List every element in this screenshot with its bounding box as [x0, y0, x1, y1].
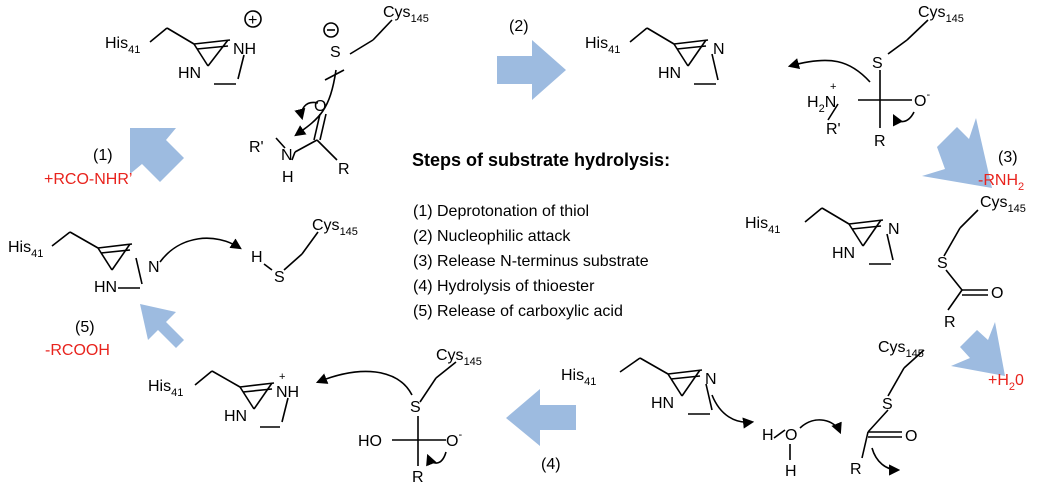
hn-label-k: HN: [224, 408, 247, 425]
r-label-g: R: [944, 314, 956, 331]
hn-label-d: HN: [658, 65, 681, 82]
his41-water-bottom: [619, 357, 842, 460]
s-label-g: S: [937, 255, 948, 272]
step-item-2: (2) Nucleophilic attack: [413, 228, 571, 245]
hn-label-a: HN: [178, 65, 201, 82]
step2-arrow: [497, 40, 566, 100]
his41-neutral-top: [629, 27, 871, 85]
nh-label-a: NH: [233, 41, 256, 58]
o-label-h: O: [785, 427, 797, 444]
label-step3: (3): [998, 149, 1018, 166]
label-step5: (5): [75, 319, 95, 336]
step3-arrow: [922, 118, 992, 188]
step5-arrow: [140, 304, 184, 348]
hn-label-h: HN: [651, 395, 674, 412]
n-label-d: N: [713, 41, 725, 58]
h-label-m: H: [251, 249, 263, 266]
label-step1-reagent: +RCO-NHR’: [44, 171, 132, 188]
h-label-h1: H: [762, 427, 774, 444]
s-label-j: S: [410, 399, 421, 416]
step-item-4: (4) Hydrolysis of thioester: [413, 278, 595, 295]
rp-label-c: R': [249, 139, 264, 156]
h-label-c: H: [282, 169, 294, 186]
s-label-b: S: [330, 44, 341, 61]
plus-e: +: [830, 81, 836, 93]
step1-arrow: [130, 128, 184, 182]
label-step2: (2): [509, 18, 529, 35]
step4-arrow: [506, 389, 576, 446]
r-label-i: R: [850, 461, 862, 478]
step-item-1: (1) Deprotonation of thiol: [413, 203, 589, 220]
label-step4: (4): [541, 456, 561, 473]
label-step5-product: -RCOOH: [45, 342, 110, 359]
ominus-label-j: O-: [446, 429, 462, 450]
cys-label-e: Cys145: [918, 4, 964, 25]
ominus-label-e: O-: [914, 89, 930, 110]
his41-neutral-mid: [804, 207, 894, 265]
nh-label-k: NH: [276, 384, 299, 401]
cys-label-g: Cys145: [980, 194, 1026, 215]
thioester-bottom: [861, 349, 925, 476]
hn-label-f: HN: [832, 245, 855, 262]
s-label-e: S: [872, 55, 883, 72]
his-label-d: His41: [585, 35, 620, 56]
n-label-f: N: [888, 221, 900, 238]
his-label-a: His41: [105, 35, 140, 56]
h-label-h2: H: [785, 463, 797, 480]
r-label-c: R: [338, 161, 350, 178]
his41-protonated-bottom: [194, 370, 289, 428]
n-label-l: N: [148, 259, 160, 276]
n-label-c: N: [281, 147, 293, 164]
r-label-e: R: [874, 133, 886, 150]
thioester-mid: [943, 209, 988, 311]
hn-label-l: HN: [94, 279, 117, 296]
label-step3-reagent: -RNH2: [978, 172, 1024, 193]
cys145-thiol-left: [263, 231, 319, 271]
s-label-i: S: [882, 396, 893, 413]
cys-label-j: Cys145: [436, 347, 482, 368]
his41-neutral-left: [51, 231, 242, 289]
s-label-m: S: [274, 269, 285, 286]
o-label-g: O: [991, 285, 1003, 302]
rpp-label-e: R': [826, 121, 841, 138]
o-label-i: O: [905, 428, 917, 445]
cys-label-m: Cys145: [312, 217, 358, 238]
tetrahedral-intermediate-top: [827, 19, 929, 128]
h2o-arrow: [951, 322, 1005, 376]
plus-k: +: [279, 371, 285, 383]
his-label-f: His41: [745, 215, 780, 236]
steps-list: (1) Deprotonation of thiol (2) Nucleophi…: [413, 203, 649, 320]
amide-substrate: [275, 69, 338, 161]
plus-a: +: [248, 12, 257, 29]
label-water: +H20: [988, 372, 1024, 393]
label-step1: (1): [93, 147, 113, 164]
his-label-h: His41: [561, 367, 596, 388]
ho-label-j: HO: [358, 433, 382, 450]
n-label-h: N: [705, 371, 717, 388]
cys-label-b: Cys145: [383, 4, 429, 25]
o-label-c: O: [314, 98, 326, 115]
his41-protonated-top: [149, 10, 262, 85]
tetrahedral-intermediate-bottom: [315, 361, 457, 467]
h2n-label-e: H2N: [807, 94, 836, 115]
r-label-j: R: [412, 469, 424, 486]
cys-label-i: Cys145: [878, 339, 924, 360]
steps-title: Steps of substrate hydrolysis:: [412, 150, 670, 170]
step-item-3: (3) Release N-terminus substrate: [413, 253, 649, 270]
his-label-l: His41: [8, 239, 43, 260]
step-item-5: (5) Release of carboxylic acid: [413, 303, 623, 320]
his-label-k: His41: [148, 378, 183, 399]
